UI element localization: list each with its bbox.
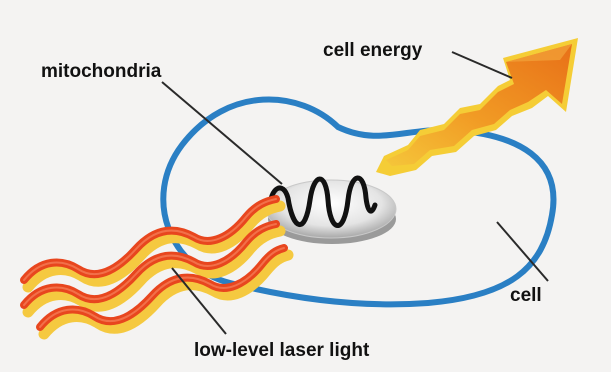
mitochondria-label: mitochondria	[41, 62, 161, 81]
cell-label: cell	[510, 286, 542, 305]
cell-energy-leader-line	[452, 52, 512, 78]
laser-wave-icon	[24, 199, 288, 334]
cell-energy-label: cell energy	[323, 41, 422, 60]
mitochondrion-icon	[266, 178, 396, 244]
laser-light-label: low-level laser light	[194, 341, 369, 360]
